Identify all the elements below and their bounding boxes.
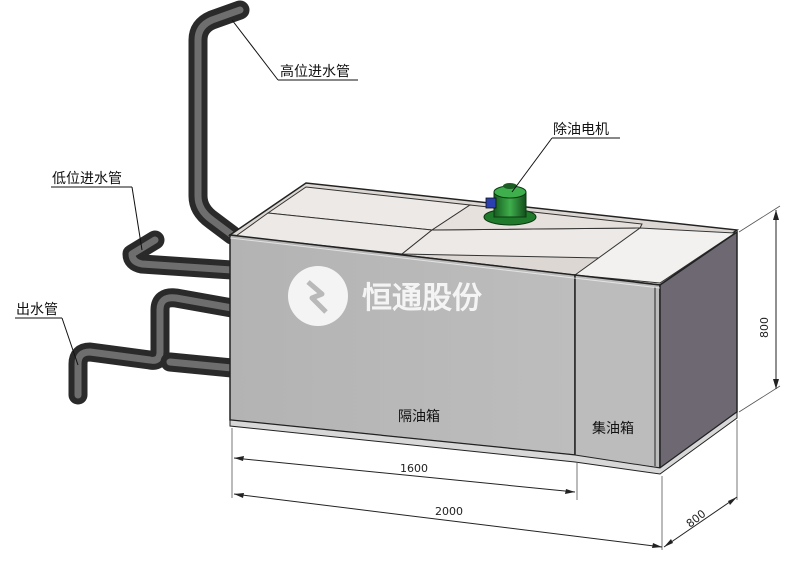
callout-motor: 除油电机 [511,122,620,193]
outlet-pipe [68,288,242,405]
separator-tank-label: 隔油箱 [398,409,440,425]
low-inlet-pipe [122,230,242,280]
callout-outlet: 出水管 [15,302,79,366]
watermark-text: 恒通股份 [362,281,482,316]
oil-removal-motor [483,183,537,226]
tank-base-rim [229,411,738,475]
collection-tank-label: 集油箱 [592,420,634,437]
dimension-1600: 1600 [231,428,578,500]
collection-tank-front [574,274,661,469]
dimension-2000: 2000 [233,476,663,550]
tank-body [227,182,740,475]
dimension-2000-text: 2000 [435,505,463,518]
watermark: 恒通股份 [288,266,482,326]
callout-outlet-text: 出水管 [16,302,58,318]
dimension-1600-text: 1600 [400,462,428,475]
callout-motor-text: 除油电机 [553,122,609,138]
callout-low-inlet: 低位进水管 [51,171,143,251]
high-inlet-pipe [188,0,250,245]
dimension-800-height-text: 800 [758,317,771,338]
dimension-800-height: 800 [738,205,781,413]
callout-high-inlet-text: 高位进水管 [280,63,350,80]
lid-panel-mid-back [430,204,643,231]
dimension-800-depth-text: 800 [684,507,709,530]
callout-low-inlet-text: 低位进水管 [52,171,122,187]
callout-high-inlet: 高位进水管 [231,19,358,81]
